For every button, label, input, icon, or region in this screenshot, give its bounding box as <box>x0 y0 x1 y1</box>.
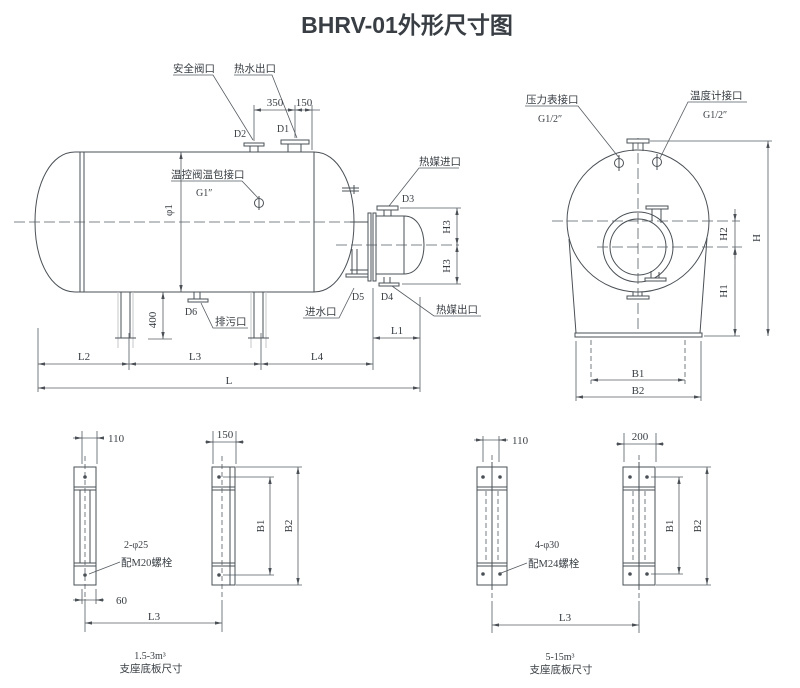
large-plate-bolt-note: 4-φ30 配M24螺栓 <box>500 540 580 574</box>
large-plate-caption: 5-15m³ 支座底板尺寸 <box>530 652 593 676</box>
thermometer-port-label: 温度计接口 <box>690 89 743 102</box>
dim-l2: L2 <box>78 351 90 363</box>
dim-diameter: φ1 <box>163 204 175 216</box>
drain-port-label: 排污口 <box>215 315 247 328</box>
end-view: 压力表接口 G1/2″ 温度计接口 G1/2″ H H2 H1 B1 B2 <box>525 89 772 401</box>
dim-h: H <box>751 234 763 242</box>
small-plate-side <box>211 456 236 601</box>
dim-h3-upper: H3 <box>441 220 453 234</box>
dim-h3-lower: H3 <box>441 259 453 273</box>
bolt-spec-large: 配M24螺栓 <box>528 557 580 570</box>
dim-l-total: L <box>226 375 233 387</box>
nozzle-d5-label: D5 <box>352 292 364 303</box>
dim-400: 400 <box>147 311 159 328</box>
large-plate-dimensions: 110 200 B1 B2 L3 <box>474 431 711 633</box>
caption-small-range: 1.5-3m³ <box>134 651 166 662</box>
dim-l3-large: L3 <box>559 612 572 624</box>
page-title: BHRV-01外形尺寸图 <box>301 12 513 38</box>
pressure-gauge-size-label: G1/2″ <box>538 114 562 125</box>
base-plate-detail-large: 110 200 B1 B2 L3 4-φ30 配M24螺栓 5-15m³ 支座底… <box>474 431 711 676</box>
dim-b2-large: B2 <box>692 520 704 533</box>
dim-b1-large: B1 <box>664 520 676 533</box>
safety-valve-label: 安全阀口 <box>173 62 215 75</box>
tank-saddle-supports <box>115 292 269 348</box>
dim-150-small: 150 <box>217 429 234 441</box>
dim-h2: H2 <box>718 227 730 240</box>
small-plate-caption: 1.5-3m³ 支座底板尺寸 <box>120 651 183 675</box>
bolt-qty-large: 4-φ30 <box>535 540 559 551</box>
dim-b1: B1 <box>632 368 645 380</box>
base-plate-detail-small: 110 60 150 B1 B2 L3 2-φ25 配M20螺栓 1.5-3m³ <box>73 429 302 675</box>
dim-l3-small: L3 <box>148 611 161 623</box>
dim-200-large: 200 <box>632 431 649 443</box>
main-side-view: 安全阀口 热水出口 D2 D1 温控阀温包接口 G1″ 热媒进口 D3 进水口 … <box>14 62 481 392</box>
hot-water-outlet-label: 热水出口 <box>234 62 276 75</box>
dim-l1: L1 <box>391 325 403 337</box>
heat-exchanger-header <box>336 205 459 287</box>
end-view-nozzles <box>614 138 669 300</box>
caption-large-title: 支座底板尺寸 <box>530 663 593 676</box>
small-plate-dimensions: 110 60 150 B1 B2 L3 <box>73 429 302 632</box>
thermometer-size-label: G1/2″ <box>703 110 727 121</box>
dim-b1-small: B1 <box>255 520 267 533</box>
bolt-qty-small: 2-φ25 <box>124 540 148 551</box>
dim-b2: B2 <box>632 385 645 397</box>
nozzle-d2-label: D2 <box>234 129 246 140</box>
caption-small-title: 支座底板尺寸 <box>120 662 183 675</box>
small-plate-bolt-note: 2-φ25 配M20螺栓 <box>88 540 173 575</box>
heat-medium-outlet-label: 热媒出口 <box>436 303 478 316</box>
end-view-dimensions: H H2 H1 B1 B2 <box>575 140 772 401</box>
large-plate-front <box>476 455 508 604</box>
dim-110-large: 110 <box>512 435 529 447</box>
water-inlet-label: 进水口 <box>305 306 337 318</box>
caption-large-range: 5-15m³ <box>545 652 574 663</box>
dim-l3: L3 <box>189 351 202 363</box>
dim-b2-small: B2 <box>283 520 295 533</box>
dim-350: 350 <box>267 97 284 109</box>
heat-medium-inlet-label: 热媒进口 <box>419 155 461 168</box>
dim-110-small: 110 <box>108 433 125 445</box>
nozzle-d1-label: D1 <box>277 124 289 135</box>
nozzle-d3-label: D3 <box>402 194 414 205</box>
end-view-outline <box>552 138 742 384</box>
end-view-labels: 压力表接口 G1/2″ 温度计接口 G1/2″ <box>525 89 747 160</box>
pressure-gauge-port-label: 压力表接口 <box>526 93 579 106</box>
bolt-spec-small: 配M20螺栓 <box>121 556 173 569</box>
dim-h1: H1 <box>718 284 730 297</box>
dim-150: 150 <box>296 97 313 109</box>
large-plate-side <box>622 455 656 604</box>
dim-l4: L4 <box>311 351 324 363</box>
main-dimensions: 350 150 φ1 H3 H3 400 L1 L2 L3 L4 L <box>37 97 461 392</box>
tank-nozzles <box>187 139 369 303</box>
dim-60-small: 60 <box>116 595 128 607</box>
temp-bulb-port-label: 温控阀温包接口 <box>171 168 245 181</box>
nozzle-d4-label: D4 <box>381 292 393 303</box>
side-stub-nozzle <box>342 185 359 194</box>
main-port-labels: 安全阀口 热水出口 D2 D1 温控阀温包接口 G1″ 热媒进口 D3 进水口 … <box>171 62 481 329</box>
nozzle-d6-label: D6 <box>185 307 197 318</box>
small-plate-front <box>73 456 97 599</box>
temp-bulb-size-label: G1″ <box>196 188 212 199</box>
